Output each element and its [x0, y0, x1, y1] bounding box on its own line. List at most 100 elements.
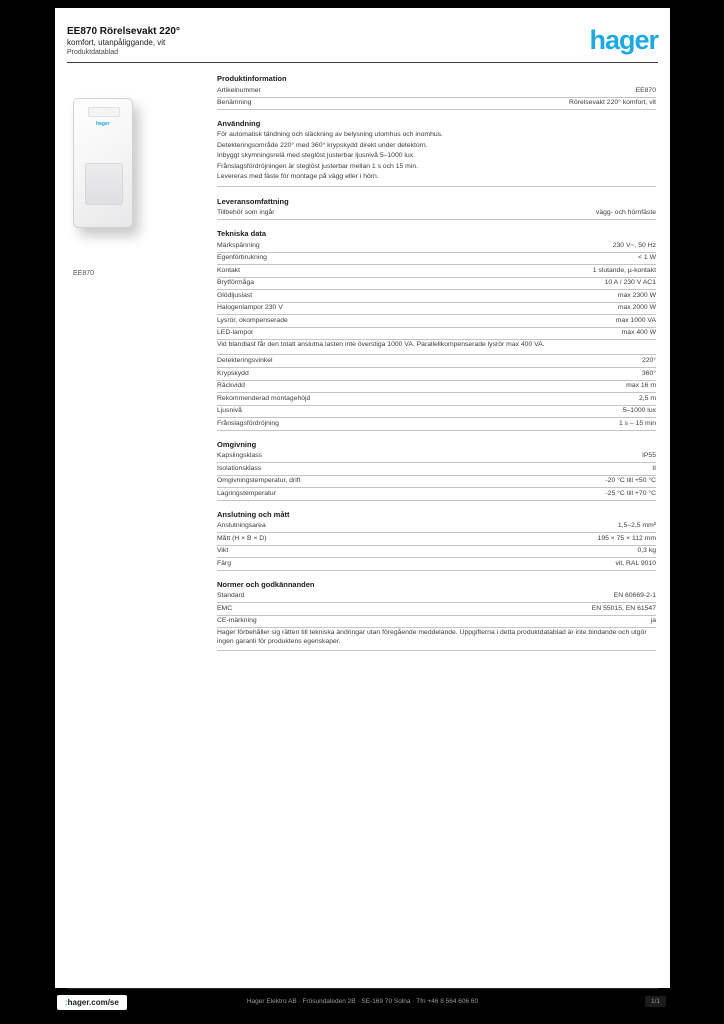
footer-divider [67, 988, 658, 989]
separator [217, 649, 656, 651]
spec-label: Benämning [217, 99, 252, 106]
spec-value: Rörelsevakt 220° komfort, vit [569, 99, 656, 106]
spec-paragraph: Levereras med fäste för montage på vägg … [217, 173, 379, 180]
section-title: Omgivning [217, 439, 257, 449]
datasheet-page: EE870 Rörelsevakt 220° komfort, utanpåli… [55, 8, 670, 988]
spec-row: Brytförmåga 10 A / 230 V AC1 [217, 278, 656, 290]
spec-value: vägg- och hörnfäste [595, 209, 656, 216]
spec-value: 10 A / 230 V AC1 [604, 279, 656, 286]
product-device-shape: hager [73, 98, 133, 228]
section-title: Leveransomfattning [217, 196, 289, 206]
spec-value: max 1000 VA [615, 316, 656, 324]
spec-value: ja [650, 617, 656, 624]
spec-label: Tillbehör som ingår [217, 209, 275, 216]
spec-value: -20 °C till +50 °C [605, 477, 656, 484]
footer-page-number: 1/1 [644, 996, 666, 1007]
spec-value: max 16 m [626, 382, 656, 389]
spec-label: Kontakt [217, 266, 241, 274]
spec-row: Egenförbrukning< 1 W [217, 253, 656, 265]
spec-label: Rekommenderad montagehöjd [217, 394, 311, 402]
spec-value: 220° [641, 357, 656, 364]
spec-row: Mått (H × B × D) 195 × 75 × 112 mm [217, 533, 656, 546]
spec-paragraph: Vid blandlast får den totalt anslutna la… [217, 341, 545, 348]
spec-value: 360° [641, 369, 656, 377]
header-divider [67, 62, 658, 63]
page-subtitle: komfort, utanpåliggande, vit [67, 38, 166, 47]
spec-section: Hager förbehåller sig rätten till teknis… [217, 628, 656, 651]
spec-label: Kapslingsklass [217, 452, 262, 459]
spec-label: Artikelnummer [217, 86, 261, 94]
spec-row: Omgivningstemperatur, drift -20 °C till +… [217, 476, 656, 488]
spec-row: Lysrör, okompenserade max 1000 VA [217, 315, 656, 328]
spec-label: Frånslagsfördröjning [217, 419, 279, 427]
spec-value: 195 × 75 × 112 mm [597, 534, 656, 542]
spec-value: II [652, 464, 656, 472]
spec-label: Omgivningstemperatur, drift [217, 477, 301, 484]
spec-row: Kontakt 1 slutande, µ-kontakt [217, 265, 656, 278]
product-column: hager EE870 [67, 74, 217, 968]
spec-label: Brytförmåga [217, 279, 255, 286]
spec-label: EMC [217, 604, 233, 612]
spec-label: Mått (H × B × D) [217, 534, 267, 542]
spec-label: Anslutningsarea [217, 522, 266, 529]
footer-link-colon-icon: : [65, 998, 68, 1007]
hager-logo: hager [589, 25, 659, 55]
section-title: Normer och godkännanden [217, 579, 315, 589]
spec-label: Vikt [217, 547, 229, 554]
spec-label: Isolationsklass [217, 464, 262, 472]
section-title: Produktinformation [217, 74, 287, 83]
section-title: Anslutning och mått [217, 509, 290, 519]
spec-row: Isolationsklass II [217, 463, 656, 476]
spec-row: Detekteringsvinkel 220° [217, 356, 656, 368]
spec-value: 5–1000 lux [622, 407, 656, 414]
spec-row: Halogenlampor 230 V max 2000 W [217, 303, 656, 315]
spec-label: Halogenlampor 230 V [217, 304, 283, 311]
product-sensor-lens [85, 163, 123, 205]
spec-row: Frånslagsfördröjning 1 s – 15 min [217, 418, 656, 431]
spec-value: 1,5–2,5 mm² [617, 522, 656, 529]
product-device-vent [88, 107, 120, 117]
spec-value: 1 slutande, µ-kontakt [592, 266, 656, 274]
spec-value: -25 °C till +70 °C [605, 489, 656, 497]
spec-value: 1 s – 15 min [618, 419, 656, 427]
spec-label: Lysrör, okompenserade [217, 316, 288, 324]
spec-value: 230 V~, 50 Hz [612, 241, 656, 249]
section-title: Tekniska data [217, 229, 267, 238]
spec-label: Färg [217, 559, 231, 567]
page-header: EE870 Rörelsevakt 220° komfort, utanpåli… [67, 25, 659, 66]
spec-row: CE-märkning ja [217, 616, 656, 628]
spec-paragraph: För automatisk tändning och släckning av… [217, 131, 443, 138]
spec-row: Anslutningsarea 1,5–2,5 mm² [217, 521, 656, 533]
separator [217, 185, 656, 187]
spec-value: max 2000 W [617, 304, 656, 311]
spec-value: < 1 W [638, 254, 656, 261]
spec-row: Benämning Rörelsevakt 220° komfort, vit [217, 98, 656, 110]
spec-label: CE-märkning [217, 617, 257, 624]
spec-value: max 400 W [621, 329, 656, 336]
footer-link[interactable]: :hager.com/se [57, 995, 127, 1010]
spec-label: Detekteringsvinkel [217, 357, 273, 364]
spec-value: EN 55015, EN 61547 [591, 604, 656, 612]
spec-row: Artikelnummer EE870 [217, 85, 656, 98]
section-title: Användning [217, 119, 261, 128]
spec-value: EE870 [635, 86, 656, 94]
spec-row: Tillbehör som ingår vägg- och hörnfäste [217, 208, 656, 220]
